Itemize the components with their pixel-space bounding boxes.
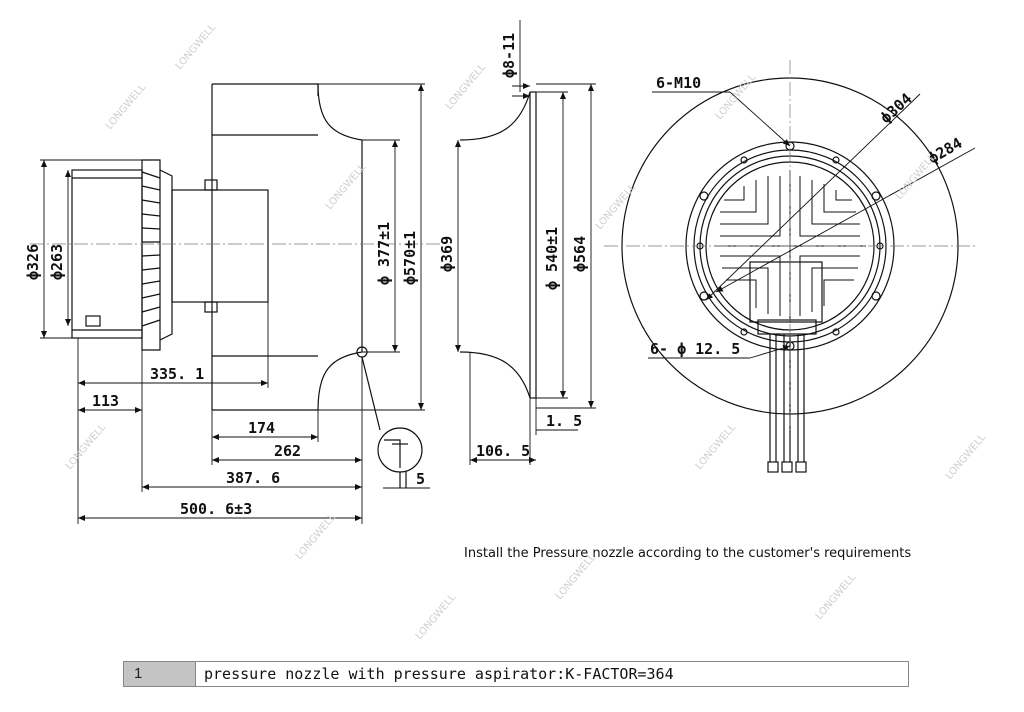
svg-text:LONGWELL: LONGWELL (694, 422, 738, 472)
terminal-box (749, 261, 823, 323)
motor-back-fins (714, 170, 866, 322)
dim-262: 262 (274, 442, 301, 460)
svg-text:LONGWELL: LONGWELL (714, 72, 758, 122)
cooling-fins (141, 159, 173, 351)
motor-housing (71, 169, 143, 339)
table-index-cell: 1 (124, 662, 196, 686)
svg-text:LONGWELL: LONGWELL (104, 82, 148, 132)
installation-note: Install the Pressure nozzle according to… (464, 546, 912, 561)
svg-text:LONGWELL: LONGWELL (444, 62, 488, 112)
dim-d570: ϕ570±1 (401, 231, 419, 285)
side-view (71, 83, 423, 488)
dim-106-5: 106. 5 (476, 442, 530, 460)
dim-d263: ϕ263 (48, 244, 66, 280)
svg-text:LONGWELL: LONGWELL (594, 182, 638, 232)
svg-text:LONGWELL: LONGWELL (894, 152, 938, 202)
motor-hub (171, 189, 269, 303)
svg-text:LONGWELL: LONGWELL (414, 592, 458, 642)
cables (767, 334, 807, 473)
parts-table-row: 1 pressure nozzle with pressure aspirato… (123, 661, 909, 687)
dim-1-5: 1. 5 (546, 412, 582, 430)
impeller-profile (211, 83, 363, 411)
nozzle-view (459, 91, 537, 399)
svg-text:LONGWELL: LONGWELL (944, 432, 988, 482)
dim-335: 335. 1 (150, 365, 204, 383)
dim-387: 387. 6 (226, 469, 280, 487)
dim-d304: ϕ304 (877, 89, 916, 127)
dim-d540: ϕ 540±1 (543, 227, 561, 290)
dim-d377: ϕ 377±1 (375, 222, 393, 285)
dim-d564: ϕ564 (571, 236, 589, 272)
dim-174: 174 (248, 419, 275, 437)
dim-d326: ϕ326 (24, 244, 42, 280)
svg-text:LONGWELL: LONGWELL (64, 422, 108, 472)
side-view-labels: ϕ326 ϕ263 ϕ 377±1 ϕ570±1 335. 1 113 174 … (24, 222, 425, 518)
dim-500: 500. 6±3 (180, 500, 252, 518)
svg-text:LONGWELL: LONGWELL (174, 22, 218, 72)
dim-5: 5 (416, 470, 425, 488)
svg-text:LONGWELL: LONGWELL (814, 572, 858, 622)
nozzle-view-labels: ϕ8-11 ϕ369 ϕ 540±1 ϕ564 1. 5 106. 5 (438, 33, 589, 460)
dim-113: 113 (92, 392, 119, 410)
table-description-cell: pressure nozzle with pressure aspirator:… (204, 665, 674, 683)
dim-d369: ϕ369 (438, 236, 456, 272)
label-6-d12-5: 6- ϕ 12. 5 (650, 340, 740, 358)
dim-d8-11: ϕ8-11 (500, 33, 518, 78)
label-6-m10: 6-M10 (656, 74, 701, 92)
svg-text:LONGWELL: LONGWELL (294, 512, 338, 562)
front-view-labels: 6-M10 ϕ304 ϕ284 6- ϕ 12. 5 (650, 74, 965, 358)
